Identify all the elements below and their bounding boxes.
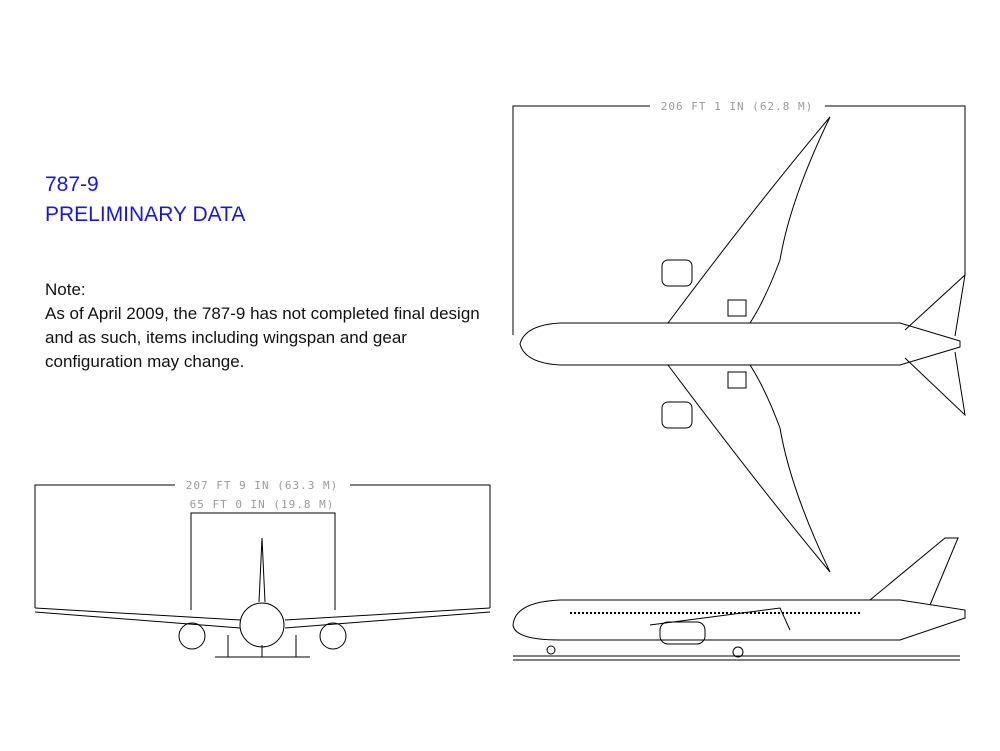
note-label: Note: — [45, 280, 86, 299]
top-view-drawing: 206 FT 1 IN (62.8 M) — [512, 99, 966, 573]
front-inner-dimension — [190, 512, 336, 610]
left-stabilizer — [904, 273, 966, 337]
note-text: As of April 2009, the 787-9 has not comp… — [45, 304, 480, 371]
nose-gear — [546, 645, 556, 655]
engine-side — [659, 621, 706, 645]
front-wings — [34, 607, 491, 629]
left-engine — [661, 259, 693, 287]
left-wing — [667, 116, 831, 324]
tail-fin — [869, 537, 959, 606]
fuselage-front — [239, 602, 285, 648]
wing-side — [649, 607, 791, 631]
right-engine — [661, 401, 693, 429]
fuselage-top — [519, 322, 961, 366]
front-span-label: 207 FT 9 IN (63.3 M) — [186, 479, 338, 492]
side-view-drawing — [512, 537, 966, 661]
model-title: 787-9 — [45, 173, 99, 196]
right-wing — [667, 364, 831, 573]
front-span-dimension — [34, 484, 491, 608]
fuselage-side — [512, 599, 966, 641]
main-gear-left — [727, 299, 747, 317]
ground-line — [513, 655, 960, 661]
preliminary-data-title: PRELIMINARY DATA — [45, 203, 246, 226]
landing-gear-front — [215, 635, 310, 658]
note-block: Note: As of April 2009, the 787-9 has no… — [45, 278, 485, 374]
front-inner-label: 65 FT 0 IN (19.8 M) — [190, 498, 335, 511]
main-gear-right — [727, 371, 747, 389]
left-engine-front — [178, 622, 206, 650]
vertical-fin — [258, 537, 266, 603]
top-wingspan-label: 206 FT 1 IN (62.8 M) — [661, 100, 813, 113]
front-view-drawing: 207 FT 9 IN (63.3 M) 65 FT 0 IN (19.8 M) — [34, 479, 491, 658]
main-gear-side — [732, 646, 744, 658]
right-engine-front — [319, 622, 347, 650]
wingspan-dimension-line — [512, 105, 966, 335]
right-stabilizer — [904, 351, 966, 417]
